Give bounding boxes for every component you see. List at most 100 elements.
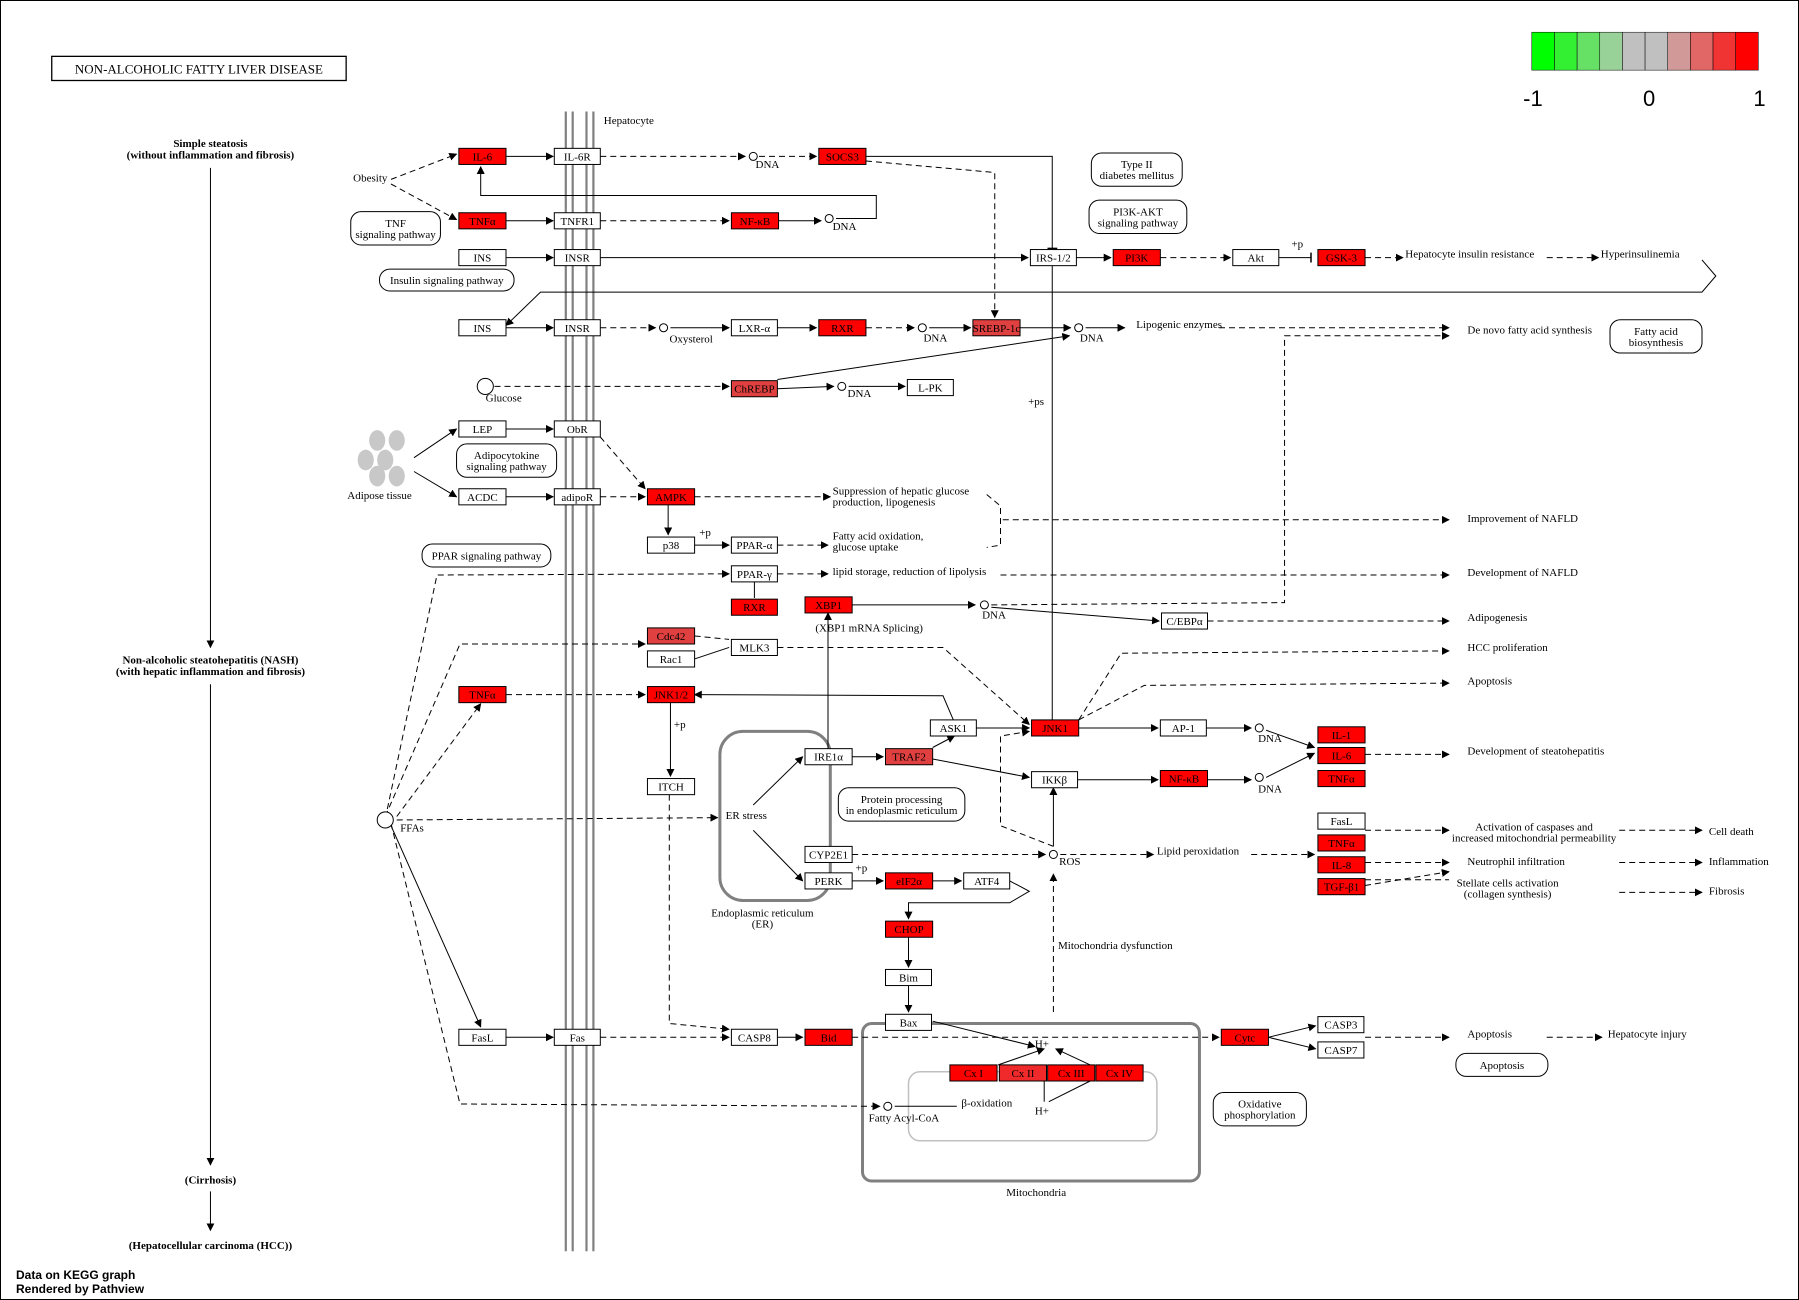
gene-node-chrebp[interactable]: ChREBP xyxy=(730,380,778,398)
gene-label: Bax xyxy=(900,1017,918,1029)
annotation-betaox: β-oxidation xyxy=(961,1097,1012,1109)
gene-label: INS xyxy=(474,323,492,335)
gene-node-ins1[interactable]: INS xyxy=(458,249,507,267)
gene-node-cx1[interactable]: Cx I xyxy=(949,1064,998,1082)
gene-node-itch[interactable]: ITCH xyxy=(646,778,696,796)
gene-node-ap1[interactable]: AP-1 xyxy=(1159,719,1207,737)
gene-node-lpk[interactable]: L-PK xyxy=(906,379,954,397)
gene-node-rxr2[interactable]: RXR xyxy=(730,598,778,616)
pathway-edge xyxy=(390,823,881,1111)
pathway-edge xyxy=(693,690,954,721)
gene-node-ikkb[interactable]: IKKβ xyxy=(1031,771,1079,789)
gene-label: IL-8 xyxy=(1332,860,1352,872)
gene-node-casp8[interactable]: CASP8 xyxy=(730,1028,778,1046)
gene-node-bax[interactable]: Bax xyxy=(885,1013,932,1031)
gene-node-insr2[interactable]: INSR xyxy=(553,319,601,337)
er-compartment xyxy=(718,729,832,902)
gene-node-fasl1[interactable]: FasL xyxy=(458,1028,507,1046)
annotation-faox: glucose uptake xyxy=(833,541,899,553)
gene-label: INSR xyxy=(565,323,591,335)
gene-node-il6a[interactable]: IL-6 xyxy=(458,147,507,165)
gene-label: Cdc42 xyxy=(657,631,686,643)
gene-node-p38[interactable]: p38 xyxy=(646,536,696,554)
gene-node-tnfa4[interactable]: TNFα xyxy=(1317,834,1366,852)
gene-node-xbp1[interactable]: XBP1 xyxy=(804,596,853,614)
gene-node-perk[interactable]: PERK xyxy=(804,872,853,890)
gene-node-irs[interactable]: IRS-1/2 xyxy=(1029,249,1077,267)
gene-node-bid[interactable]: Bid xyxy=(804,1028,853,1046)
gene-node-cx4[interactable]: Cx IV xyxy=(1095,1064,1144,1082)
gene-node-jnk1[interactable]: JNK1 xyxy=(1031,719,1080,737)
gene-node-il6r[interactable]: IL-6R xyxy=(553,147,601,165)
gene-node-tnfr1[interactable]: TNFR1 xyxy=(553,212,601,230)
gene-node-socs3[interactable]: SOCS3 xyxy=(818,147,867,165)
disease-stage-label: Non-alcoholic steatohepatitis (NASH) xyxy=(122,655,298,667)
compound-node xyxy=(659,323,669,333)
pathway-link-apopt[interactable]: Apoptosis xyxy=(1455,1052,1549,1077)
pathway-link-ppar[interactable]: PPAR signaling pathway xyxy=(421,543,552,568)
gene-node-fas[interactable]: Fas xyxy=(553,1028,601,1046)
gene-node-lxra[interactable]: LXR-α xyxy=(730,319,778,337)
gene-node-nfkb1[interactable]: NF-κB xyxy=(730,212,780,230)
gene-node-cebpa[interactable]: C/EBPα xyxy=(1161,612,1208,630)
gene-node-traf2[interactable]: TRAF2 xyxy=(885,748,934,766)
gene-node-il6b[interactable]: IL-6 xyxy=(1317,747,1366,765)
gene-node-rac1[interactable]: Rac1 xyxy=(646,650,696,668)
gene-node-rxr1[interactable]: RXR xyxy=(818,319,867,337)
gene-node-ire1a[interactable]: IRE1α xyxy=(804,748,853,766)
gene-node-il1[interactable]: IL-1 xyxy=(1317,726,1366,744)
gene-node-chop[interactable]: CHOP xyxy=(885,920,934,938)
gene-node-tnfa2[interactable]: TNFα xyxy=(458,686,507,704)
gene-node-acdc[interactable]: ACDC xyxy=(458,488,507,506)
pathway-label: phosphorylation xyxy=(1224,1110,1296,1122)
gene-node-eif2a[interactable]: eIF2α xyxy=(885,872,934,890)
gene-node-lep[interactable]: LEP xyxy=(458,420,507,438)
pathway-edge xyxy=(904,880,1031,920)
gene-node-cx2[interactable]: Cx II xyxy=(998,1064,1047,1082)
pathway-edge xyxy=(932,735,956,748)
gene-node-pi3k[interactable]: PI3K xyxy=(1112,249,1161,267)
gene-node-srebp[interactable]: SREBP-1c xyxy=(972,319,1021,337)
gene-node-adipor[interactable]: adipoR xyxy=(553,488,601,506)
gene-node-nfkb2[interactable]: NF-κB xyxy=(1159,770,1208,788)
gene-label: TRAF2 xyxy=(892,752,926,764)
gene-node-gsk3[interactable]: GSK-3 xyxy=(1317,249,1366,267)
gene-node-cx3[interactable]: Cx III xyxy=(1047,1064,1096,1082)
gene-node-ampk[interactable]: AMPK xyxy=(646,488,696,506)
annotation-facoa: Fatty Acyl-CoA xyxy=(869,1112,940,1124)
gene-node-obr[interactable]: ObR xyxy=(553,420,601,438)
gene-node-akt[interactable]: Akt xyxy=(1232,249,1280,267)
gene-node-fasl2[interactable]: FasL xyxy=(1317,812,1366,830)
gene-node-ask1[interactable]: ASK1 xyxy=(929,719,977,737)
gene-node-cytc[interactable]: Cytc xyxy=(1220,1028,1269,1046)
gene-node-jnk12[interactable]: JNK1/2 xyxy=(646,686,696,704)
gene-node-cdc42[interactable]: Cdc42 xyxy=(646,627,696,645)
gene-label: TNFα xyxy=(1328,774,1355,786)
gene-node-cyp2e1[interactable]: CYP2E1 xyxy=(804,845,853,864)
adipose-cell-icon xyxy=(357,449,374,471)
gene-node-tgfb1[interactable]: TGF-β1 xyxy=(1317,878,1366,896)
gene-node-mlk3[interactable]: MLK3 xyxy=(730,638,778,657)
gene-node-casp3[interactable]: CASP3 xyxy=(1317,1016,1365,1034)
gene-node-tnfa3[interactable]: TNFα xyxy=(1317,770,1366,788)
pathway-label: signaling pathway xyxy=(1098,217,1179,229)
gene-node-il8[interactable]: IL-8 xyxy=(1317,856,1366,874)
gene-node-casp7[interactable]: CASP7 xyxy=(1317,1041,1365,1059)
page-title: NON-ALCOHOLIC FATTY LIVER DISEASE xyxy=(75,62,323,77)
pathway-link-inssig[interactable]: Insulin signaling pathway xyxy=(379,268,515,292)
gene-node-tnfa1[interactable]: TNFα xyxy=(458,212,507,230)
gene-node-ins2[interactable]: INS xyxy=(458,319,507,337)
gene-node-atf4[interactable]: ATF4 xyxy=(963,872,1011,890)
gene-node-insr1[interactable]: INSR xyxy=(553,249,601,267)
annotation-activ: Activation of caspases and xyxy=(1475,821,1593,833)
gene-node-bim[interactable]: Bim xyxy=(885,968,932,987)
gene-node-ppara[interactable]: PPAR-α xyxy=(730,536,778,554)
gene-node-pparg[interactable]: PPAR-γ xyxy=(730,565,778,583)
